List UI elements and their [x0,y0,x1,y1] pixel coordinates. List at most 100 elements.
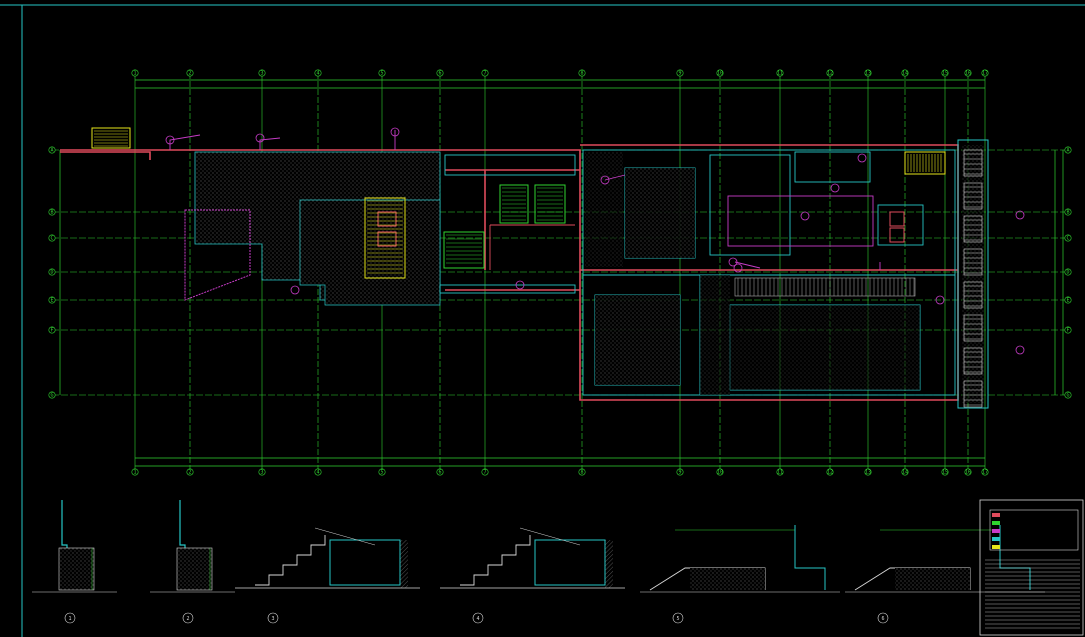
grid-bubble-label: D [1066,270,1069,276]
section-label: 4 [476,616,479,622]
grid-bubble [578,69,586,77]
grid-bubble [826,69,834,77]
section-details: 1 2 3 4 5 6 [32,500,1045,624]
grid-bubble [676,468,684,476]
section-detail-4: 4 [440,527,625,624]
section-label-bubble [64,612,76,624]
grid-bubble-label: 1 [133,71,136,77]
grid-bubble-label: G [50,393,53,399]
grid-bubble [901,69,909,77]
grid-bubble [131,468,139,476]
grid-bubble [436,468,444,476]
grid-bubble [314,468,322,476]
grid-bubble-label: B [50,210,53,216]
section-label-bubble [182,612,194,624]
floor-plan [60,127,1025,409]
grid-bubble-label: 7 [483,470,486,476]
tag-bubble [830,183,840,193]
grid-bubble-label: 11 [777,470,783,476]
tag-bubble [1015,345,1025,355]
grid-bubble-label: 9 [678,71,681,77]
grid-bubble [48,268,56,276]
section-detail-5: 5 [640,525,840,624]
grid-bubble [1064,326,1072,334]
grid-bubble-label: 14 [902,71,908,77]
grid-bubble [1064,234,1072,242]
grid-bubble-label: 2 [188,470,191,476]
grid-bubble [1064,208,1072,216]
grid-bubble [131,69,139,77]
grid-bubble [48,326,56,334]
equipment-slats [94,130,942,274]
grid-bubble-label: 16 [965,470,971,476]
section-label: 1 [68,616,71,622]
grid-bubble [776,468,784,476]
tag-bubble [857,153,867,163]
grid-bubble [826,468,834,476]
tag-bubble [165,135,175,145]
grid-bubble [258,69,266,77]
section-label-bubble [472,612,484,624]
section-detail-2: 2 [150,500,235,624]
grid-bubble [981,69,989,77]
section-label: 2 [186,616,189,622]
grid-bubble [258,468,266,476]
tag-bubble [600,175,610,185]
grid-bubble [864,468,872,476]
grid-bubble [378,468,386,476]
grid-bubble-label: 2 [188,71,191,77]
section-label: 5 [676,616,679,622]
grid-bubble-label: A [50,148,53,154]
grid-bubble-label: B [1066,210,1069,216]
grid-bubble [676,69,684,77]
section-label-bubble [672,612,684,624]
grid-bubble-label: 13 [865,71,871,77]
grid-bubble [48,146,56,154]
grid-bubble-label: 13 [865,470,871,476]
grid-bubble-label: 15 [942,470,948,476]
stair-tower-cells [963,149,983,408]
grid-bubble-label: F [1066,328,1069,334]
grid-bubble [1064,391,1072,399]
grid-bubble-label: 12 [827,71,833,77]
section-label: 6 [881,616,884,622]
section-label: 3 [271,616,274,622]
pipe-runs [169,130,881,270]
grid-bubble-label: 5 [380,470,383,476]
grid-bubble [981,468,989,476]
tag-bubble [800,211,810,221]
grid-bubble-label: 15 [942,71,948,77]
sheet-frame [0,4,1085,637]
grid-bubble [1064,268,1072,276]
left-wing-outline [184,209,251,301]
grid-bubble [776,69,784,77]
grid-bubble [314,69,322,77]
grid-bubble-label: 4 [316,470,319,476]
grid-bubble [48,391,56,399]
grid-bubble [1064,146,1072,154]
equipment-blocks [91,127,946,279]
grid-bubble-label: E [1066,298,1069,304]
section-label-bubble [267,612,279,624]
grid-bubble-label: 11 [777,71,783,77]
tag-bubble [390,127,400,137]
grid-bubble [378,69,386,77]
grid-bubble [48,208,56,216]
grid-bubble [436,69,444,77]
grid-bubble-label: 8 [580,470,583,476]
grid-bubble-label: 9 [678,470,681,476]
grid-bubble-label: 3 [260,470,263,476]
grid-bubble [941,468,949,476]
grid-bubble [578,468,586,476]
stair-steps [737,278,915,296]
grid-bubble [964,69,972,77]
grid-bubble [716,69,724,77]
section-detail-1: 1 [32,500,117,624]
grid-bubble-label: C [1066,236,1069,242]
exterior-walls [60,144,959,401]
grid-bubble-label: 5 [380,71,383,77]
grid-bubble-label: 1 [133,470,136,476]
grid-bubble [481,69,489,77]
grid-bubble [941,69,949,77]
tag-callouts [165,127,1025,355]
